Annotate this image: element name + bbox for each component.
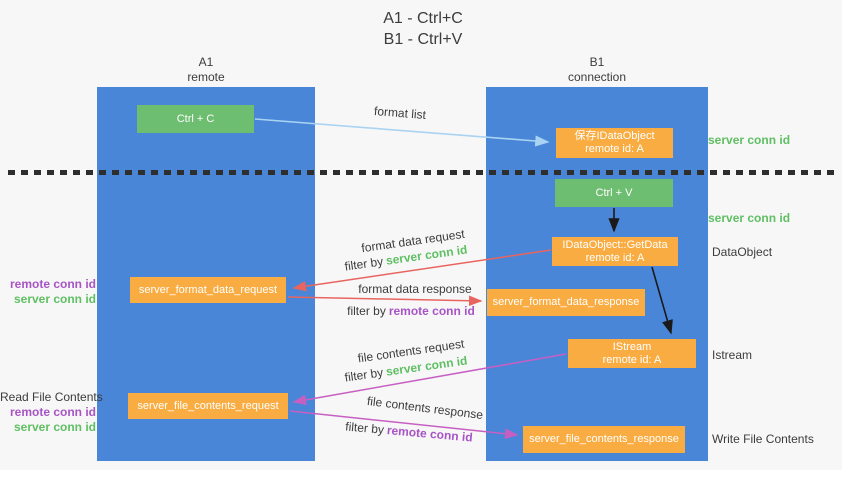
label-remote-conn-id-2: remote conn id: [9, 405, 96, 419]
filter-by-text-2: filter by: [347, 304, 386, 318]
left-conn-id-block-2: Read File Contents remote conn id server…: [0, 390, 103, 435]
label-read-file-contents: Read File Contents: [0, 390, 103, 404]
node-save-idataobject: 保存IDataObject remote id: A: [556, 128, 673, 158]
lane-header-b1: B1 connection: [537, 55, 657, 85]
label-write-file-contents: Write File Contents: [712, 432, 814, 446]
diagram-title: A1 - Ctrl+C B1 - Ctrl+V: [338, 8, 508, 50]
node-file-response-label: server_file_contents_response: [529, 433, 679, 445]
label-format-data-response: format data response: [358, 282, 472, 296]
node-istream-line2: remote id: A: [602, 353, 662, 366]
node-format-request-label: server_format_data_request: [138, 283, 278, 296]
filter-by-text-3: filter by: [343, 365, 385, 385]
node-ctrl-v: Ctrl + V: [555, 179, 673, 207]
node-save-idataobject-line2: remote id: A: [585, 143, 644, 155]
filter-value-2: remote conn id: [388, 304, 475, 318]
filter-value-4: remote conn id: [386, 423, 474, 445]
left-conn-id-block-1: remote conn id server conn id: [0, 277, 96, 307]
node-getdata-line2: remote id: A: [585, 251, 645, 264]
title-line-a1: A1 - Ctrl+C: [383, 10, 463, 27]
label-dataobject: DataObject: [712, 245, 773, 259]
node-ctrl-c: Ctrl + C: [137, 105, 254, 133]
lane-a1-role: remote: [187, 70, 225, 84]
label-server-conn-id-mid: server conn id: [708, 211, 791, 225]
lane-b1-name: B1: [589, 55, 605, 69]
label-server-conn-id-top: server conn id: [708, 133, 791, 147]
node-istream: IStream remote id: A: [568, 339, 696, 368]
node-format-response-label: server_format_data_response: [492, 296, 640, 308]
title-line-b1: B1 - Ctrl+V: [383, 31, 463, 48]
filter-by-text-1: filter by: [343, 254, 385, 274]
node-file-request-label: server_file_contents_request: [137, 399, 279, 412]
dotted-divider: [8, 170, 834, 175]
lane-header-a1: A1 remote: [146, 55, 266, 85]
label-istream: Istream: [712, 348, 753, 362]
node-getdata-line1: IDataObject::GetData: [562, 238, 668, 251]
node-ctrl-c-label: Ctrl + C: [176, 112, 215, 125]
label-remote-conn-id-1: remote conn id: [9, 277, 96, 291]
node-server-file-contents-response: server_file_contents_response: [523, 426, 685, 453]
lane-b1-role: connection: [567, 70, 627, 84]
node-save-idataobject-line1: 保存IDataObject: [574, 130, 655, 142]
label-server-conn-id-left-1: server conn id: [13, 292, 96, 306]
node-idataobject-getdata: IDataObject::GetData remote id: A: [552, 237, 678, 266]
filter-by-text-4: filter by: [344, 419, 385, 437]
node-ctrl-v-label: Ctrl + V: [595, 186, 633, 199]
page-footer-strip: [0, 470, 842, 485]
node-server-format-data-request: server_format_data_request: [130, 277, 286, 303]
node-server-format-data-response: server_format_data_response: [487, 289, 645, 316]
node-server-file-contents-request: server_file_contents_request: [128, 393, 288, 419]
label-format-list: format list: [373, 103, 427, 123]
node-istream-line1: IStream: [612, 340, 652, 353]
label-server-conn-id-left-2: server conn id: [13, 420, 96, 434]
label-file-contents-response: file contents response: [366, 393, 484, 423]
lane-a1-name: A1: [198, 55, 214, 69]
format-data-response-arrow: [287, 295, 483, 307]
